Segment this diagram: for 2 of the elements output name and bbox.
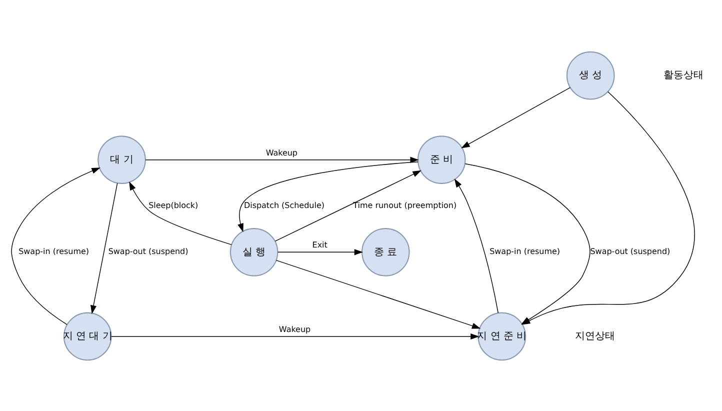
label: 지연상태 (574, 330, 615, 342)
label: 활동상태 (664, 70, 704, 81)
